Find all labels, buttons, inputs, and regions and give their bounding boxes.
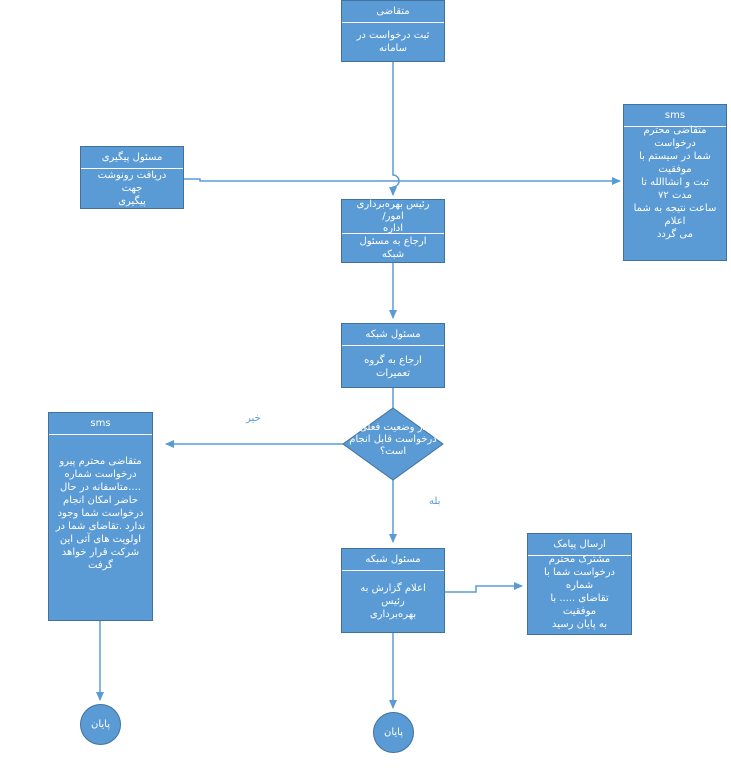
connector-followup-to-sms bbox=[184, 177, 621, 185]
network-officer-header-1: مسئول شبکه bbox=[342, 324, 444, 346]
sms-top-box: sms متقاضی محترم درخواست شما در سیستم با… bbox=[623, 104, 727, 261]
end-left-circle: پایان bbox=[80, 704, 121, 745]
applicant-body: ثبت درخواست در سامانه bbox=[356, 30, 430, 54]
send-sms-body: مشترک محترم درخواست شما با شماره تقاضای … bbox=[543, 554, 615, 630]
sms-top-body: متقاضی محترم درخواست شما در سیستم با موف… bbox=[633, 124, 717, 240]
end-mid-circle: پایان bbox=[373, 712, 414, 753]
followup-header: مسئول پیگیری bbox=[81, 147, 183, 169]
sms-left-header: sms bbox=[49, 413, 152, 435]
sms-left-body: متقاضی محترم پیرو درخواست شماره ....متاس… bbox=[55, 456, 146, 571]
network-officer-box-1: مسئول شبکه ارجاع به گروه تعمیرات bbox=[341, 323, 445, 388]
label-no: خیر bbox=[246, 413, 261, 424]
followup-body: دریافت رونوشت جهت پیگیری bbox=[97, 170, 167, 207]
connector-network2-to-sms bbox=[443, 582, 523, 593]
label-yes: بله bbox=[429, 496, 441, 507]
sms-left-box: sms متقاضی محترم پیرو درخواست شماره ....… bbox=[48, 412, 153, 621]
network-officer-box-2: مسئول شبکه اعلام گزارش به رئیس بهره‌بردا… bbox=[341, 548, 445, 633]
applicant-box: متقاضی ثبت درخواست در سامانه bbox=[341, 0, 445, 62]
send-sms-box: ارسال پیامک مشترک محترم درخواست شما با ش… bbox=[527, 533, 632, 635]
director-box: رئیس بهره‌برداری امور/ اداره ارجاع به مس… bbox=[341, 199, 445, 263]
network-officer-body-1: ارجاع به گروه تعمیرات bbox=[364, 354, 422, 379]
followup-box: مسئول پیگیری دریافت رونوشت جهت پیگیری bbox=[80, 146, 184, 209]
connector-applicant-to-director bbox=[389, 62, 400, 196]
send-sms-header: ارسال پیامک bbox=[528, 534, 631, 556]
network-officer-header-2: مسئول شبکه bbox=[342, 549, 444, 571]
director-body: ارجاع به مسئول شبکه bbox=[359, 236, 427, 260]
sms-top-header: sms bbox=[624, 105, 726, 127]
network-officer-body-2: اعلام گزارش به رئیس بهره‌برداری bbox=[360, 583, 426, 620]
decision-diamond bbox=[342, 407, 444, 481]
director-header: رئیس بهره‌برداری امور/ اداره bbox=[342, 199, 444, 234]
applicant-header: متقاضی bbox=[342, 1, 444, 23]
decision-text: در وضعیت فعلی درخواست قابل انجام است؟ bbox=[349, 422, 437, 457]
